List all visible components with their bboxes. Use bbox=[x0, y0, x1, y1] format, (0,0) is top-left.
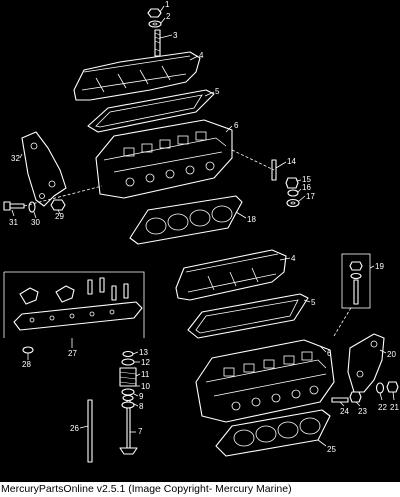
callout-15: 15 bbox=[302, 175, 311, 184]
pivot-washer-28 bbox=[22, 346, 34, 354]
valve-cover-upper bbox=[73, 51, 201, 101]
stud-kit-box bbox=[341, 253, 371, 309]
callout-11: 11 bbox=[141, 370, 150, 379]
callout-16: 16 bbox=[302, 183, 311, 192]
bracket-bolt-31 bbox=[3, 201, 25, 211]
callout-4: 4 bbox=[199, 51, 204, 60]
callout-26: 26 bbox=[70, 424, 79, 433]
callout-30: 30 bbox=[31, 218, 40, 227]
pushrod bbox=[87, 399, 93, 463]
head-gasket-lower bbox=[215, 409, 331, 457]
callout-20: 20 bbox=[387, 350, 396, 359]
exploded-parts-diagram: 1 2 3 4 5 6 14 15 16 17 18 32 29 30 31 4… bbox=[3, 0, 399, 463]
cylinder-head-lower bbox=[195, 339, 335, 423]
callout-6-lower: 6 bbox=[327, 349, 332, 358]
callout-27: 27 bbox=[68, 349, 77, 358]
callout-14: 14 bbox=[287, 157, 296, 166]
callout-17: 17 bbox=[306, 192, 315, 201]
callout-6: 6 bbox=[234, 121, 239, 130]
stud-washer-16 bbox=[287, 189, 299, 197]
valve-cover-lower bbox=[175, 249, 287, 301]
callout-4-lower: 4 bbox=[291, 254, 296, 263]
callout-5-lower: 5 bbox=[311, 298, 316, 307]
callout-28: 28 bbox=[22, 360, 31, 369]
valve-cover-gasket-lower bbox=[187, 293, 309, 339]
callout-13: 13 bbox=[139, 348, 148, 357]
leader-lines bbox=[11, 5, 395, 447]
cover-stud bbox=[154, 29, 161, 57]
copyright-footer: MercuryPartsOnline v2.5.1 (Image Copyrig… bbox=[0, 482, 400, 497]
callout-31: 31 bbox=[9, 218, 18, 227]
callout-18: 18 bbox=[247, 215, 256, 224]
cylinder-head-upper bbox=[95, 119, 233, 199]
bracket-nut-23 bbox=[349, 391, 362, 403]
callout-22: 22 bbox=[378, 403, 387, 412]
cover-nut bbox=[147, 8, 162, 18]
callout-12: 12 bbox=[141, 358, 150, 367]
callout-3: 3 bbox=[173, 31, 178, 40]
callout-2: 2 bbox=[166, 12, 171, 21]
callout-19: 19 bbox=[375, 262, 384, 271]
callout-23: 23 bbox=[358, 407, 367, 416]
callout-25: 25 bbox=[327, 445, 336, 454]
stud-washer-17 bbox=[286, 198, 300, 208]
cover-washer bbox=[148, 20, 162, 28]
valve-spring-stack bbox=[119, 350, 137, 409]
lifting-bracket-right bbox=[347, 333, 385, 393]
valve-cover-gasket-upper bbox=[87, 89, 215, 133]
callout-24: 24 bbox=[340, 407, 349, 416]
rocker-rail bbox=[13, 301, 143, 331]
callout-labels: 1 2 3 4 5 6 14 15 16 17 18 32 29 30 31 4… bbox=[9, 0, 399, 454]
stud-nut-15 bbox=[285, 177, 299, 189]
callout-1: 1 bbox=[165, 0, 170, 9]
callout-8: 8 bbox=[139, 402, 144, 411]
lifting-bracket-left bbox=[21, 131, 67, 207]
callout-10: 10 bbox=[141, 382, 150, 391]
bracket-bolt-29 bbox=[50, 199, 66, 211]
rocker-arm-parts bbox=[19, 277, 129, 305]
rocker-arm-kit-box bbox=[3, 271, 145, 338]
bracket-bolt-24 bbox=[331, 397, 349, 403]
bracket-bolt-21 bbox=[386, 381, 399, 393]
callout-5: 5 bbox=[215, 87, 220, 96]
callout-21: 21 bbox=[390, 403, 399, 412]
head-gasket-upper bbox=[129, 195, 243, 245]
callout-9: 9 bbox=[139, 392, 144, 401]
callout-29: 29 bbox=[55, 212, 64, 221]
bracket-washer-22 bbox=[375, 382, 385, 394]
callout-32: 32 bbox=[11, 154, 20, 163]
callout-7: 7 bbox=[138, 427, 143, 436]
